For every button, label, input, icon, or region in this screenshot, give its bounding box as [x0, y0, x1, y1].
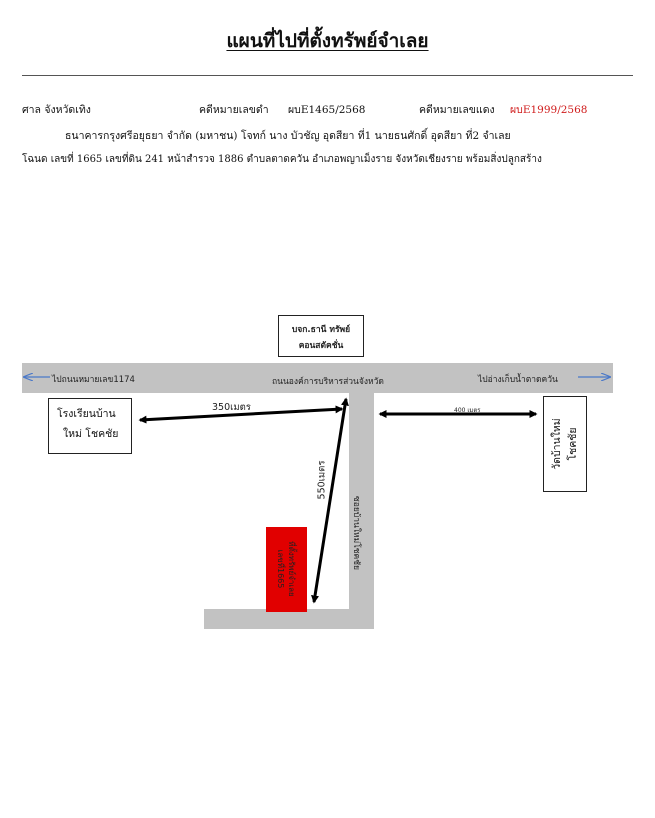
temple-box: วัดบ้านใหม่ โชคชัย: [543, 396, 587, 492]
parties-line: ธนาคารกรุงศรีอยุธยา จำกัด (มหาชน) โจทก์ …: [65, 130, 511, 142]
company-box: บจก.ธานี ทรัพย์ คอนสตัคชั่น: [278, 315, 364, 357]
red-case-label: คดีหมายเลขแดง: [419, 104, 495, 116]
temple-distance-label: 400 เมตร: [454, 407, 481, 414]
main-road: [22, 363, 613, 393]
left-direction-label: ไปถนนหมายเลข1174: [52, 375, 135, 385]
property-distance-arrow: [311, 397, 349, 604]
school-distance-arrow: [138, 405, 344, 424]
school-box: โรงเรียนบ้าน ใหม่ โชคชัย: [48, 398, 132, 454]
access-lane: [204, 609, 374, 629]
deed-line: โฉนด เลขที่ 1665 เลขที่ดิน 241 หน้าสำรวจ…: [22, 154, 542, 165]
right-direction-label: ไปอ่างเก็บน้ำตาดควัน: [478, 375, 558, 385]
page-title: แผนที่ไปที่ตั้งทรัพย์จำเลย: [226, 30, 429, 52]
court-label: ศาล จังหวัดเทิง: [22, 104, 91, 116]
school-distance-label: 350เมตร: [212, 402, 251, 413]
property-marker: ที่ตั้งทรัพย์จำเลย เลขที่1665: [266, 527, 307, 612]
main-road-label: ถนนองค์การบริหารส่วนจังหวัด: [272, 377, 384, 387]
red-case-number: ผบE1999/2568: [510, 104, 588, 116]
black-case-number: ผบE1465/2568: [288, 104, 366, 116]
black-case-label: คดีหมายเลขดำ: [199, 104, 269, 116]
property-distance-label: 550เมตร: [316, 460, 328, 500]
side-road: [349, 393, 374, 629]
divider: [22, 75, 633, 76]
